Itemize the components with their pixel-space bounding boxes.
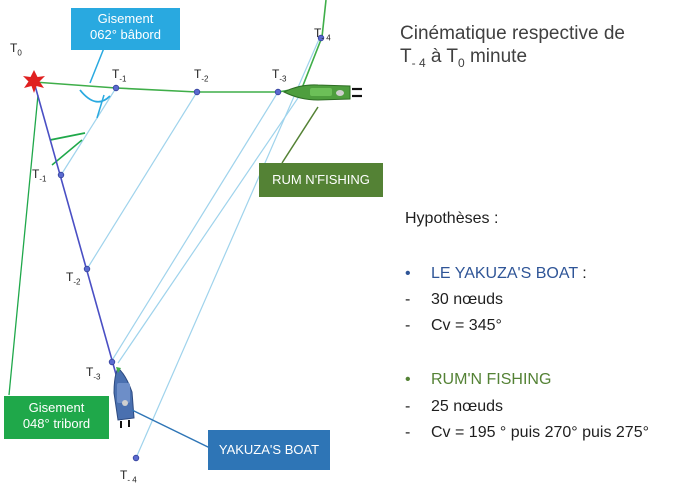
yakuza-box-connector bbox=[131, 409, 211, 449]
sightline-extra bbox=[117, 94, 301, 364]
label-yakuza-t4: T- 4 bbox=[120, 468, 137, 485]
sightline-t2 bbox=[86, 91, 198, 270]
gisement-babord-callout: Gisement 062° bâbord bbox=[71, 8, 180, 50]
sightline-t4 bbox=[135, 36, 321, 459]
yakuza-point-t1 bbox=[57, 171, 65, 179]
label-rum-t2: T-2 bbox=[194, 67, 209, 84]
yakuza-hypothesis-title: •LE YAKUZA'S BOAT : bbox=[405, 265, 587, 282]
label-yakuza-t1: T-1 bbox=[32, 167, 47, 184]
babord-pointer bbox=[89, 47, 105, 84]
yakuza-boat-label: YAKUZA'S BOAT bbox=[208, 430, 330, 470]
rum-point-t1 bbox=[112, 84, 120, 92]
diagram-title: Cinématique respective de T- 4 à T0 minu… bbox=[400, 23, 625, 70]
yakuza-course: -Cv = 345° bbox=[405, 317, 502, 334]
rum-speed: -25 nœuds bbox=[405, 398, 504, 415]
label-rum-t3: T-3 bbox=[272, 67, 287, 84]
label-rum-t4: T- 4 bbox=[314, 26, 331, 43]
hypotheses-heading: Hypothèses : bbox=[405, 210, 499, 227]
rum-course: -Cv = 195 ° puis 270° puis 275° bbox=[405, 424, 649, 441]
sightline-t1 bbox=[60, 87, 117, 176]
yakuza-boat-icon bbox=[113, 367, 135, 428]
rum-point-t2 bbox=[193, 88, 201, 96]
yakuza-point-t2 bbox=[83, 265, 91, 273]
rum-point-t3 bbox=[274, 88, 282, 96]
yakuza-track-line bbox=[33, 81, 127, 411]
babord-arc bbox=[79, 89, 111, 103]
tribord-arc-1 bbox=[49, 132, 86, 141]
rum-boat-icon bbox=[282, 84, 362, 101]
track-points bbox=[57, 34, 325, 462]
sightline-t3 bbox=[110, 91, 279, 363]
babord-arc-2 bbox=[96, 94, 105, 119]
label-rum-t1: T-1 bbox=[112, 67, 127, 84]
tribord-arc-2 bbox=[51, 139, 83, 166]
rum-box-connector bbox=[281, 106, 319, 164]
yakuza-point-t4 bbox=[132, 454, 140, 462]
label-t0: T0 bbox=[10, 41, 22, 58]
tribord-pointer bbox=[8, 94, 39, 396]
collision-star-icon bbox=[23, 70, 45, 93]
sight-lines bbox=[60, 36, 321, 459]
rum-hypothesis-title: •RUM'N FISHING bbox=[405, 371, 552, 388]
angle-markers bbox=[8, 47, 111, 396]
label-yakuza-t2: T-2 bbox=[66, 270, 81, 287]
yakuza-speed: -30 nœuds bbox=[405, 291, 504, 308]
yakuza-point-t3 bbox=[108, 358, 116, 366]
label-yakuza-t3: T-3 bbox=[86, 365, 101, 382]
gisement-tribord-callout: Gisement 048° tribord bbox=[4, 396, 109, 439]
rum-boat-label: RUM N'FISHING bbox=[259, 163, 383, 197]
yakuza-track bbox=[33, 81, 127, 411]
rum-point-t4 bbox=[317, 34, 325, 42]
